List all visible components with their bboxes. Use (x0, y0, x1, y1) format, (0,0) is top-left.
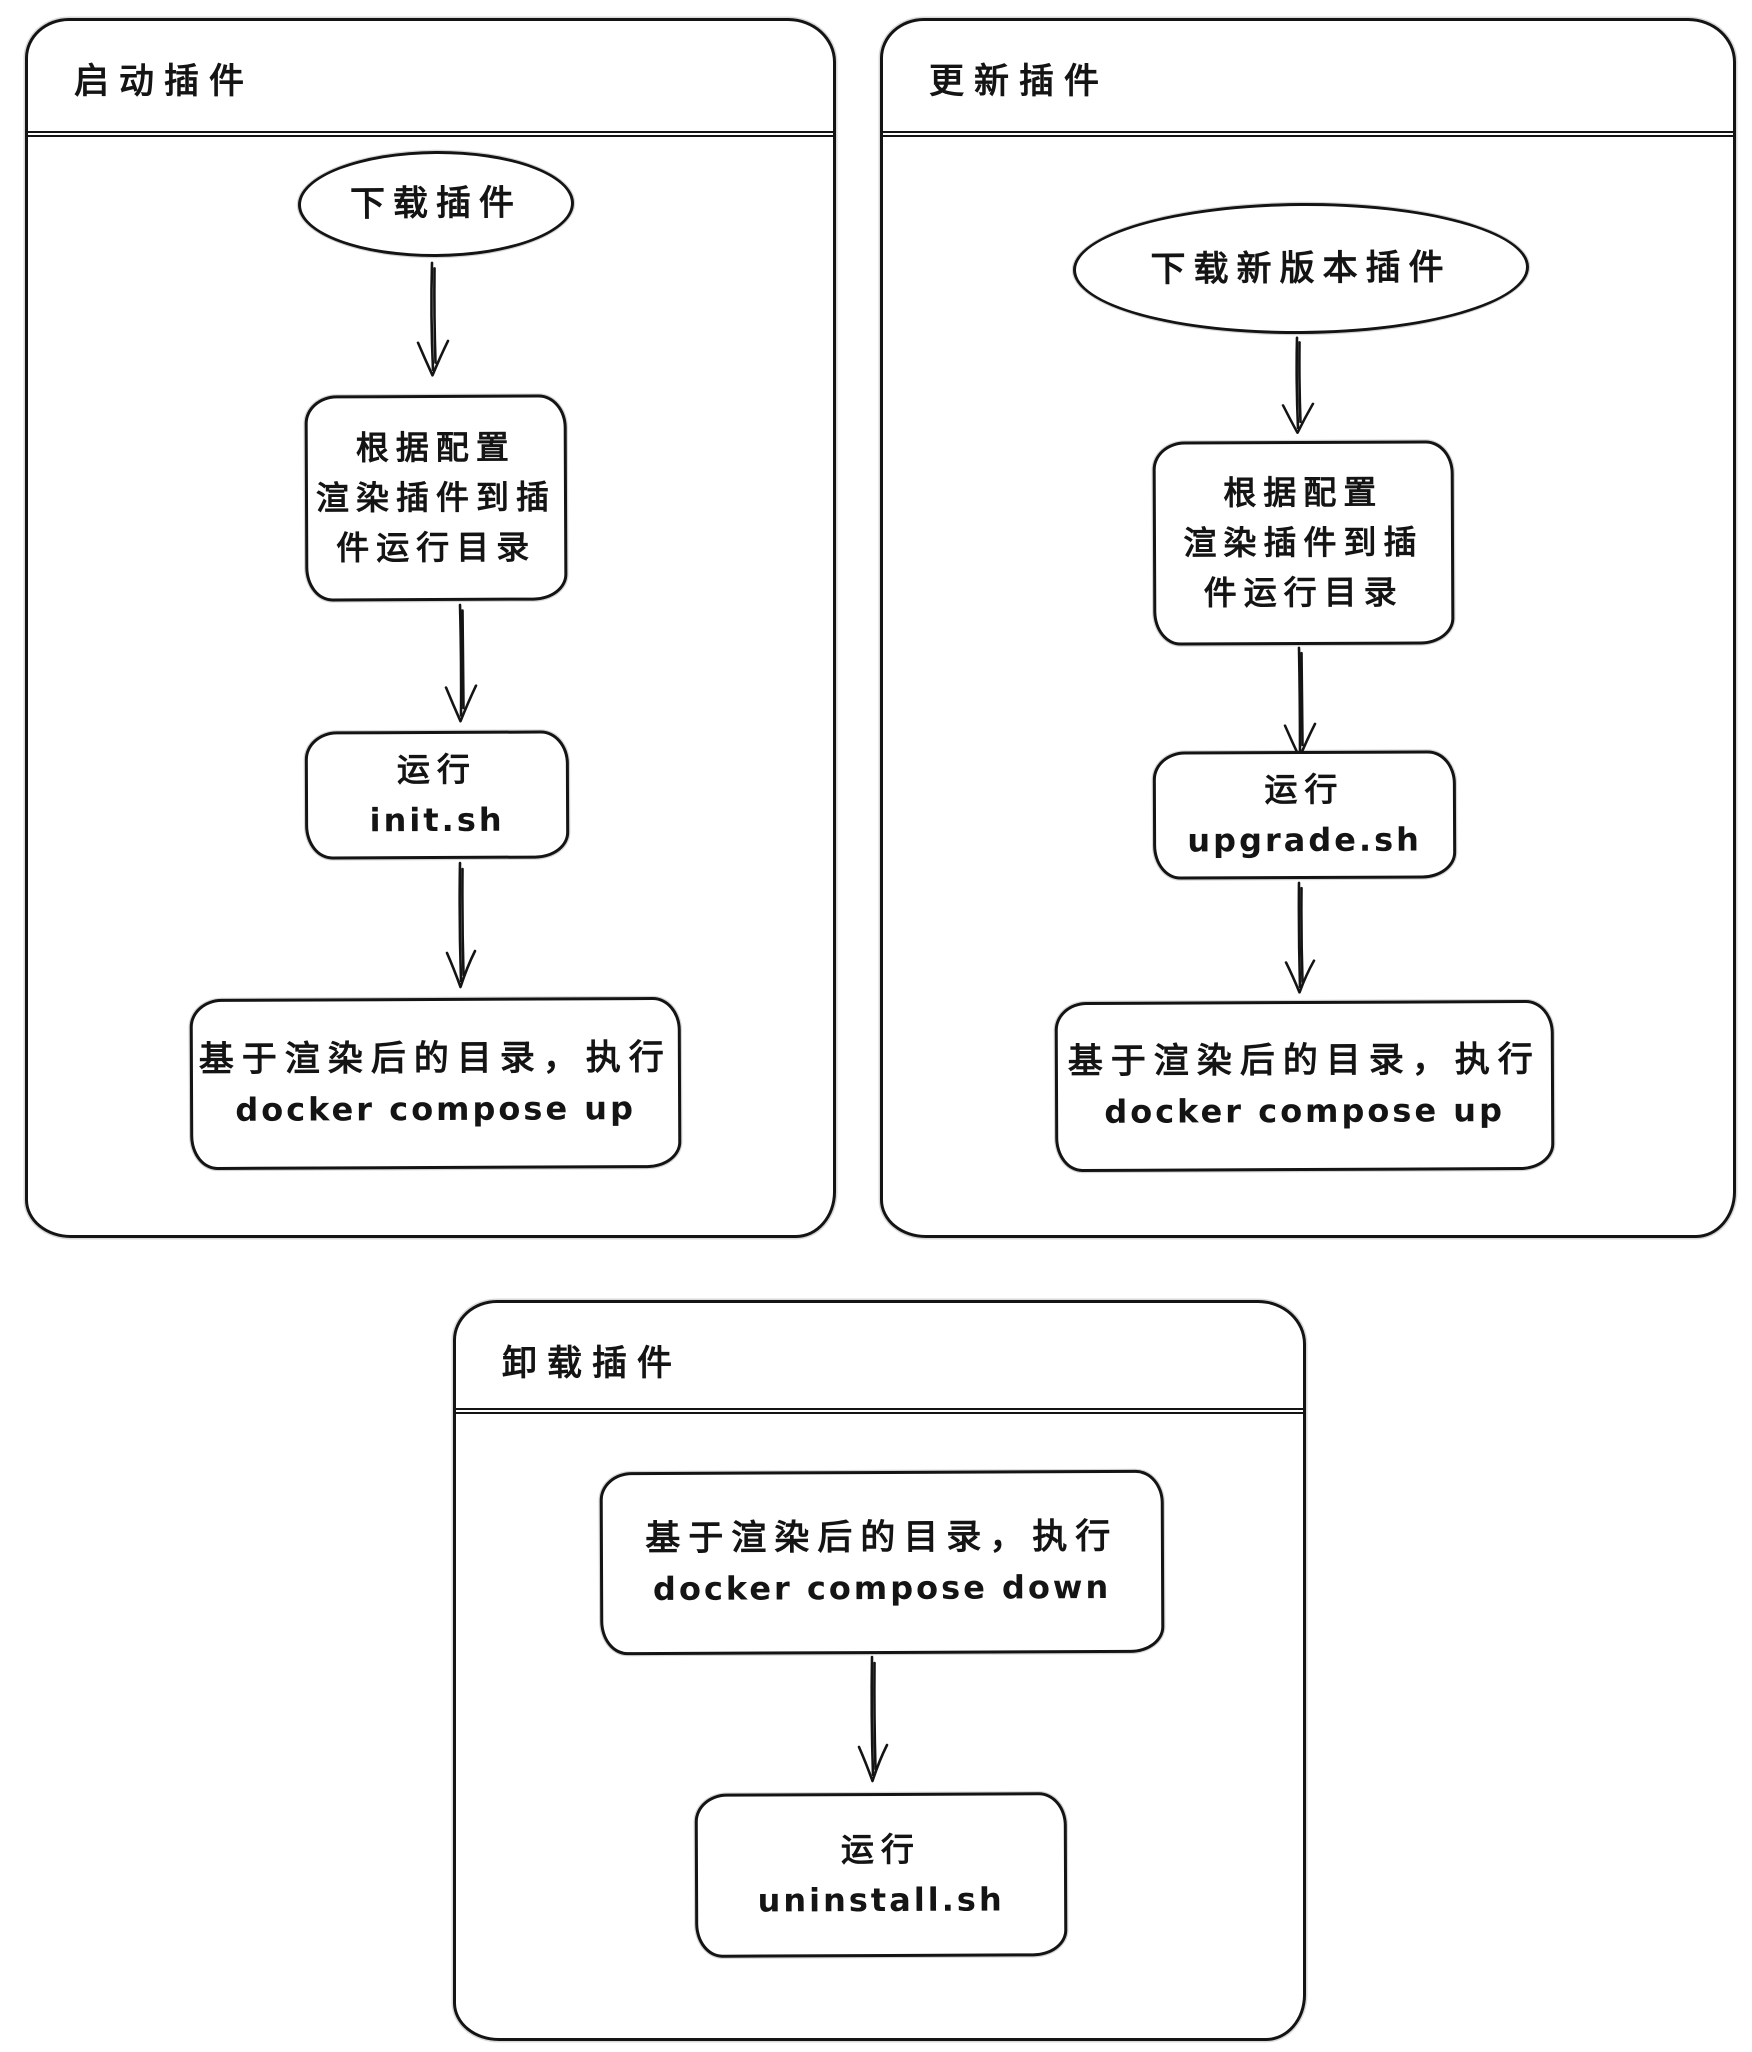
node-text-line: docker compose down (652, 1567, 1112, 1608)
flow-arrow-down-icon (843, 1655, 903, 1785)
node-text-line: 根据配置 (355, 427, 516, 468)
node-docker-compose-up: 基于渲染后的目录，执行 docker compose up (189, 996, 682, 1171)
node-label: 下载新版本插件 (1150, 247, 1452, 290)
node-text-line: 基于渲染后的目录，执行 (198, 1037, 672, 1080)
node-render-to-run-directory: 根据配置 渲染插件到插 件运行目录 (304, 394, 568, 602)
node-text-line: 基于渲染后的目录，执行 (1067, 1039, 1541, 1083)
node-docker-compose-down: 基于渲染后的目录，执行 docker compose down (599, 1469, 1165, 1656)
panel-title: 卸载插件 (502, 1344, 683, 1384)
node-docker-compose-up: 基于渲染后的目录，执行 docker compose up (1054, 999, 1555, 1173)
node-text-line: docker compose up (235, 1088, 637, 1129)
panel-title-divider (454, 1408, 1305, 1414)
node-text-line: 运行 (840, 1829, 921, 1870)
node-text-line: 件运行目录 (336, 527, 537, 568)
node-text-line: 运行 (1264, 769, 1345, 810)
start-node-download-new-version: 下载新版本插件 (1072, 201, 1530, 336)
node-text-line: 运行 (396, 749, 477, 790)
node-text-line: init.sh (369, 800, 505, 840)
panel-uninstall-plugin: 卸载插件 基于渲染后的目录，执行 docker compose down 运行 … (453, 1300, 1306, 2041)
node-text-line: uninstall.sh (757, 1880, 1005, 1920)
node-text-line: 根据配置 (1223, 472, 1384, 513)
node-text-line: upgrade.sh (1187, 820, 1422, 860)
flow-arrow-down-icon (403, 261, 463, 379)
flow-arrow-down-icon (1268, 336, 1328, 436)
node-run-uninstall-script: 运行 uninstall.sh (694, 1792, 1068, 1958)
node-text-line: 件运行目录 (1203, 572, 1404, 613)
node-text-line: 渲染插件到插 (315, 477, 557, 518)
flow-arrow-down-icon (1270, 646, 1330, 761)
node-run-upgrade-script: 运行 upgrade.sh (1152, 750, 1457, 880)
node-render-to-run-directory: 根据配置 渲染插件到插 件运行目录 (1152, 440, 1455, 646)
node-label: 下载插件 (349, 183, 523, 225)
panel-title-divider (881, 131, 1735, 137)
flow-arrow-down-icon (431, 861, 491, 991)
node-text-line: 渲染插件到插 (1183, 522, 1424, 563)
panel-update-plugin: 更新插件 下载新版本插件 根据配置 渲染插件到插 件运行目录 运行 (880, 18, 1736, 1238)
node-run-init-script: 运行 init.sh (304, 730, 570, 860)
panel-title-divider (26, 131, 835, 137)
node-text-line: docker compose up (1104, 1091, 1506, 1131)
flow-arrow-down-icon (431, 603, 491, 725)
panel-title: 更新插件 (929, 62, 1110, 102)
panel-start-plugin: 启动插件 下载插件 根据配置 渲染插件到插 件运行目录 运行 (25, 18, 836, 1238)
start-node-download-plugin: 下载插件 (297, 150, 575, 258)
node-text-line: 基于渲染后的目录，执行 (645, 1516, 1119, 1559)
flow-arrow-down-icon (1270, 881, 1330, 996)
panel-title: 启动插件 (74, 62, 255, 102)
